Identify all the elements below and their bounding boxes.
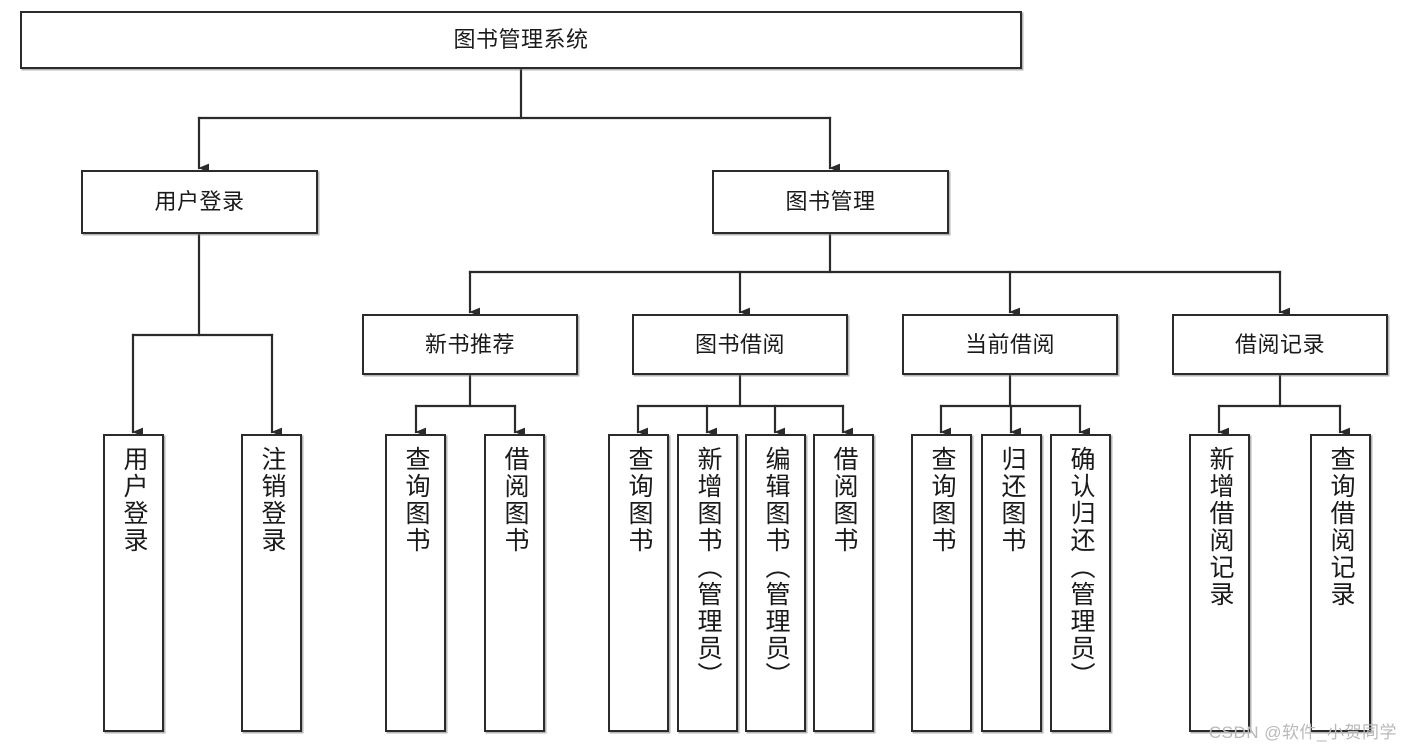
node-leaf-query-book-3[interactable]: 查询图书	[911, 434, 972, 732]
node-leaf-query-record[interactable]: 查询借阅记录	[1310, 434, 1371, 732]
node-leaf-query-book-2-label: 查询图书	[625, 446, 653, 554]
node-leaf-borrow-book-2[interactable]: 借阅图书	[813, 434, 874, 732]
node-leaf-query-book-2[interactable]: 查询图书	[608, 434, 669, 732]
node-leaf-logout-label: 注销登录	[258, 446, 286, 554]
node-leaf-add-record[interactable]: 新增借阅记录	[1189, 434, 1250, 732]
node-borrow-record[interactable]: 借阅记录	[1172, 314, 1388, 375]
node-leaf-return-book[interactable]: 归还图书	[981, 434, 1042, 732]
node-book-borrow[interactable]: 图书借阅	[632, 314, 848, 375]
node-leaf-confirm-return[interactable]: 确认归还（管理员）	[1050, 434, 1111, 732]
node-leaf-borrow-book-1-label: 借阅图书	[501, 446, 529, 554]
node-leaf-query-book-3-label: 查询图书	[928, 446, 956, 554]
node-current-borrow-label: 当前借阅	[964, 331, 1055, 357]
node-leaf-user-login[interactable]: 用户登录	[103, 434, 164, 732]
node-leaf-add-book[interactable]: 新增图书（管理员）	[677, 434, 738, 732]
node-root-label: 图书管理系统	[453, 27, 589, 53]
node-leaf-query-book-1[interactable]: 查询图书	[385, 434, 446, 732]
node-leaf-confirm-return-label: 确认归还（管理员）	[1067, 446, 1095, 689]
node-leaf-logout[interactable]: 注销登录	[241, 434, 302, 732]
node-leaf-borrow-book-2-label: 借阅图书	[830, 446, 858, 554]
node-current-borrow[interactable]: 当前借阅	[902, 314, 1118, 375]
node-leaf-add-book-label: 新增图书（管理员）	[694, 446, 722, 689]
node-book-borrow-label: 图书借阅	[694, 331, 785, 357]
node-leaf-edit-book-label: 编辑图书（管理员）	[762, 446, 790, 689]
node-new-book-rec[interactable]: 新书推荐	[362, 314, 578, 375]
node-leaf-borrow-book-1[interactable]: 借阅图书	[484, 434, 545, 732]
node-new-book-rec-label: 新书推荐	[424, 331, 515, 357]
watermark-text: CSDN @软件_小贺同学	[1208, 723, 1397, 742]
node-leaf-return-book-label: 归还图书	[998, 446, 1026, 554]
node-leaf-query-book-1-label: 查询图书	[402, 446, 430, 554]
node-book-manage-label: 图书管理	[785, 189, 876, 215]
node-leaf-add-record-label: 新增借阅记录	[1206, 446, 1234, 608]
node-borrow-record-label: 借阅记录	[1234, 331, 1325, 357]
node-leaf-user-login-label: 用户登录	[120, 446, 148, 554]
node-book-manage[interactable]: 图书管理	[712, 170, 949, 234]
node-user-login[interactable]: 用户登录	[81, 170, 318, 234]
node-leaf-query-record-label: 查询借阅记录	[1327, 446, 1355, 608]
node-user-login-label: 用户登录	[154, 189, 245, 215]
node-leaf-edit-book[interactable]: 编辑图书（管理员）	[745, 434, 806, 732]
node-root[interactable]: 图书管理系统	[20, 11, 1022, 69]
